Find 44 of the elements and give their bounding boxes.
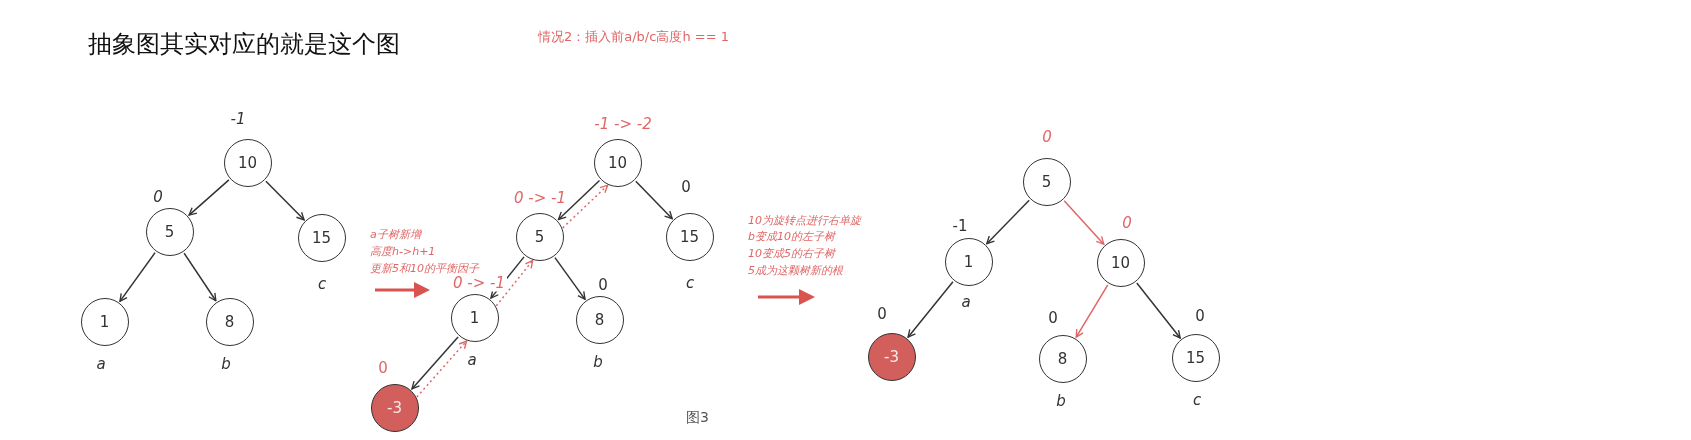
note-text: 10变成5的右子树: [748, 246, 835, 261]
arrow: [1063, 200, 1105, 245]
arrow: [554, 256, 586, 301]
tree-node-circle: 5: [515, 212, 564, 261]
note-text: b变成10的左子树: [748, 229, 835, 244]
tree-node-circle: -3: [370, 383, 419, 432]
tree-node-circle: 1: [944, 237, 993, 286]
title: 抽象图其实对应的就是这个图: [88, 29, 400, 60]
tree-node-circle: 10: [593, 138, 642, 187]
tree-node-circle: 15: [665, 212, 714, 261]
tree-node-circle: 5: [145, 207, 194, 256]
arrow: [188, 179, 230, 216]
tree-node-circle: 15: [1171, 333, 1220, 382]
heading-note: 情况2：插入前a/b/c高度h == 1: [538, 28, 729, 46]
arrow: [635, 180, 673, 220]
arrow: [119, 251, 156, 303]
arrow: [265, 180, 305, 221]
arrow: [1075, 284, 1109, 338]
tree-node-circle: 8: [575, 295, 624, 344]
arrow: [411, 336, 459, 390]
arrow: [1136, 282, 1181, 339]
dotted-arrow: [495, 259, 534, 307]
note-text: a子树新增: [370, 227, 421, 242]
arrow: [907, 281, 954, 338]
tree-node-circle: 1: [450, 293, 499, 342]
tree-node-circle: 8: [205, 297, 254, 346]
balance-factor: 0 -> -1: [451, 274, 507, 292]
tree-node-circle: 8: [1038, 334, 1087, 383]
arrow: [557, 179, 601, 221]
tree-node-circle: 10: [223, 138, 272, 187]
note-text: 5成为这颗树新的根: [748, 263, 843, 278]
note-text: 更新5和10的平衡因子: [370, 261, 479, 276]
figure-caption: 图3: [686, 409, 709, 427]
tree-node-circle: 1: [80, 297, 129, 346]
tree-node-circle: 10: [1096, 238, 1145, 287]
note-text: 10为旋转点进行右单旋: [748, 213, 861, 228]
tree-node-circle: 15: [297, 213, 346, 262]
arrow: [183, 252, 217, 302]
dotted-arrow: [416, 340, 468, 398]
note-text: 高度h->h+1: [370, 244, 436, 259]
dotted-arrow: [562, 184, 609, 229]
arrow: [986, 199, 1030, 245]
tree-node-circle: 5: [1022, 157, 1071, 206]
tree-node-circle: -3: [867, 332, 916, 381]
